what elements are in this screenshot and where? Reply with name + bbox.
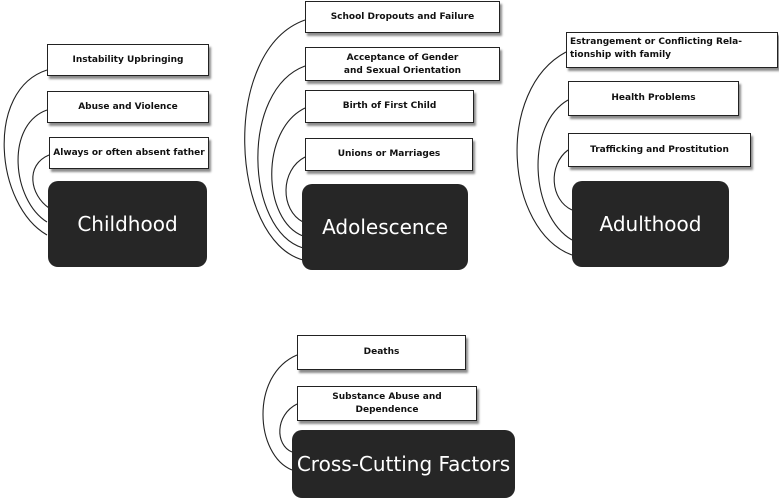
childhood-item-1: Instability Upbringing [47, 44, 209, 76]
stage-adolescence: Adolescence [302, 184, 468, 270]
adulthood-item-1: Estrangement or Conflicting Rela- tionsh… [566, 32, 778, 68]
connector-adolescence-1 [244, 19, 306, 261]
connector-adulthood-3 [553, 149, 573, 211]
connector-crosscutting-2 [279, 403, 298, 453]
stage-crosscutting: Cross-Cutting Factors [292, 430, 515, 498]
connector-adulthood-2 [537, 99, 573, 241]
adulthood-item-3: Trafficking and Prostitution [568, 133, 751, 167]
connector-adolescence-4 [285, 156, 306, 223]
connector-childhood-2 [17, 109, 48, 223]
stage-adulthood: Adulthood [572, 181, 729, 267]
connector-crosscutting-1 [262, 354, 298, 471]
adolescence-item-3: Birth of First Child [305, 90, 474, 123]
adolescence-item-2: Acceptance of Gender and Sexual Orientat… [305, 47, 500, 81]
crosscutting-item-2: Substance Abuse and Dependence [297, 386, 477, 421]
connector-adolescence-2 [257, 65, 306, 249]
adolescence-item-4: Unions or Marriages [305, 138, 473, 171]
childhood-item-3: Always or often absent father [49, 137, 209, 169]
connector-childhood-3 [32, 154, 50, 209]
childhood-item-2: Abuse and Violence [47, 91, 209, 123]
stage-childhood: Childhood [48, 181, 207, 267]
connector-adolescence-3 [271, 107, 306, 237]
connector-childhood-1 [3, 69, 48, 236]
adulthood-item-2: Health Problems [568, 81, 739, 116]
adolescence-item-1: School Dropouts and Failure [305, 1, 500, 33]
crosscutting-item-1: Deaths [297, 335, 466, 370]
connector-adulthood-1 [516, 51, 573, 256]
